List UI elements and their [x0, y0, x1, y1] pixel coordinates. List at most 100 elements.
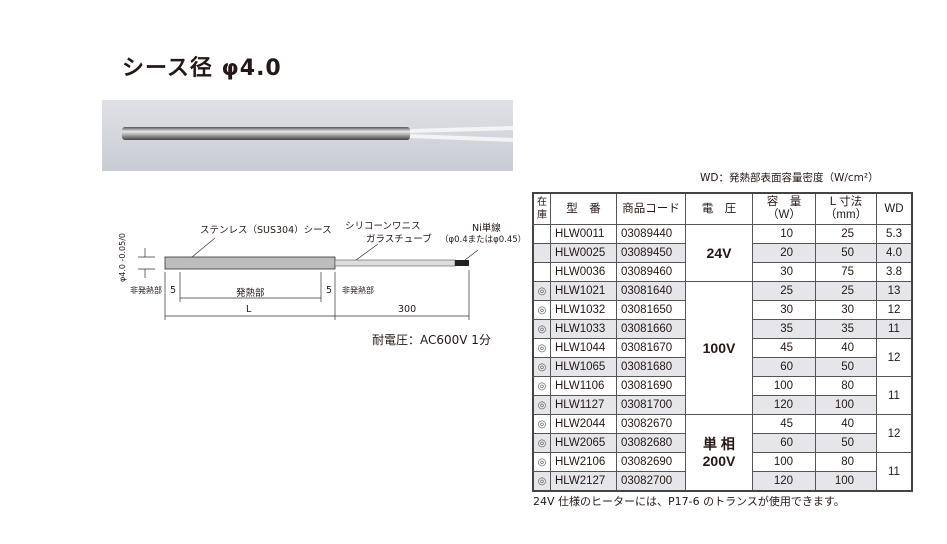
- model-cell: HLW1021: [550, 281, 617, 301]
- length-cell: 40: [815, 338, 877, 358]
- stock-cell: ◎: [532, 300, 551, 320]
- length-L: L: [246, 304, 252, 315]
- code-cell: 03089440: [616, 224, 686, 244]
- code-cell: 03081670: [616, 338, 686, 358]
- model-cell: HLW2065: [550, 433, 617, 453]
- wd-cell: 11: [876, 319, 913, 339]
- lead-length: 300: [398, 304, 417, 315]
- length-cell: 35: [815, 319, 877, 339]
- column-header: 在庫: [532, 192, 551, 225]
- model-cell: HLW1032: [550, 300, 617, 320]
- wd-note: WD：発熱部表面容量密度（W/cm²）: [700, 172, 879, 184]
- capacity-cell: 120: [752, 395, 816, 415]
- capacity-cell: 25: [752, 281, 816, 301]
- length-cell: 25: [815, 224, 877, 244]
- model-cell: HLW1033: [550, 319, 617, 339]
- wd-cell: 11: [876, 452, 913, 492]
- non-heat-left: 非発熱部: [130, 286, 162, 295]
- capacity-cell: 45: [752, 338, 816, 358]
- wd-cell: 11: [876, 376, 913, 415]
- capacity-cell: 10: [752, 224, 816, 244]
- five-left: 5: [170, 285, 177, 296]
- code-cell: 03082700: [616, 471, 686, 492]
- column-header: 商品コード: [616, 192, 686, 225]
- heater-photo: [102, 100, 514, 171]
- stock-cell: ◎: [532, 395, 551, 415]
- length-cell: 40: [815, 414, 877, 434]
- model-cell: HLW2127: [550, 471, 617, 492]
- wd-cell: 13: [876, 281, 913, 301]
- heat-label: 発熱部: [236, 288, 265, 299]
- non-heat-right: 非発熱部: [342, 286, 374, 295]
- stock-cell: ◎: [532, 376, 551, 396]
- length-cell: 30: [815, 300, 877, 320]
- page-title: シース径 φ4.0: [122, 56, 282, 81]
- capacity-cell: 45: [752, 414, 816, 434]
- tube-label-2: ガラスチューブ: [366, 234, 432, 245]
- voltage-cell: 単 相 200V: [685, 414, 753, 492]
- column-header: L 寸法 （mm）: [815, 192, 877, 225]
- capacity-cell: 20: [752, 243, 816, 263]
- diameter-label: φ4.0 -0.05/0: [118, 232, 127, 282]
- stock-cell: ◎: [532, 471, 551, 492]
- model-cell: HLW1106: [550, 376, 617, 396]
- stock-cell: ◎: [532, 433, 551, 453]
- column-header: WD: [876, 192, 913, 225]
- length-cell: 75: [815, 262, 877, 282]
- length-cell: 50: [815, 243, 877, 263]
- model-cell: HLW0025: [550, 243, 617, 263]
- column-header: 容 量 （W）: [752, 192, 816, 225]
- length-cell: 100: [815, 395, 877, 415]
- capacity-cell: 120: [752, 471, 816, 492]
- length-cell: 80: [815, 376, 877, 396]
- voltage-note: 耐電圧：AC600V 1分: [372, 333, 491, 347]
- code-cell: 03081650: [616, 300, 686, 320]
- length-cell: 25: [815, 281, 877, 301]
- stock-cell: [532, 262, 551, 282]
- length-cell: 50: [815, 433, 877, 453]
- stock-cell: [532, 243, 551, 263]
- code-cell: 03082670: [616, 414, 686, 434]
- footnote: 24V 仕様のヒーターには、P17-6 のトランスが使用できます。: [533, 495, 845, 508]
- code-cell: 03082690: [616, 452, 686, 472]
- model-cell: HLW2106: [550, 452, 617, 472]
- code-cell: 03081700: [616, 395, 686, 415]
- wd-cell: 3.8: [876, 262, 913, 282]
- capacity-cell: 60: [752, 433, 816, 453]
- column-header: 型 番: [550, 192, 617, 225]
- code-cell: 03081660: [616, 319, 686, 339]
- wire-label-2: （φ0.4またはφ0.45）: [440, 235, 527, 245]
- model-cell: HLW0036: [550, 262, 617, 282]
- model-cell: HLW2044: [550, 414, 617, 434]
- model-cell: HLW1065: [550, 357, 617, 377]
- code-cell: 03081690: [616, 376, 686, 396]
- heater-rod-image: [122, 126, 514, 142]
- model-cell: HLW0011: [550, 224, 617, 244]
- length-cell: 80: [815, 452, 877, 472]
- five-right: 5: [326, 285, 333, 296]
- voltage-cell: 100V: [685, 281, 753, 415]
- capacity-cell: 30: [752, 300, 816, 320]
- capacity-cell: 35: [752, 319, 816, 339]
- stock-cell: ◎: [532, 414, 551, 434]
- stock-cell: ◎: [532, 338, 551, 358]
- capacity-cell: 100: [752, 376, 816, 396]
- stock-cell: [532, 224, 551, 244]
- stock-cell: ◎: [532, 357, 551, 377]
- sheath-label: ステンレス（SUS304）シース: [200, 225, 332, 236]
- stock-cell: ◎: [532, 452, 551, 472]
- wire-label-1: Ni単線: [472, 223, 501, 234]
